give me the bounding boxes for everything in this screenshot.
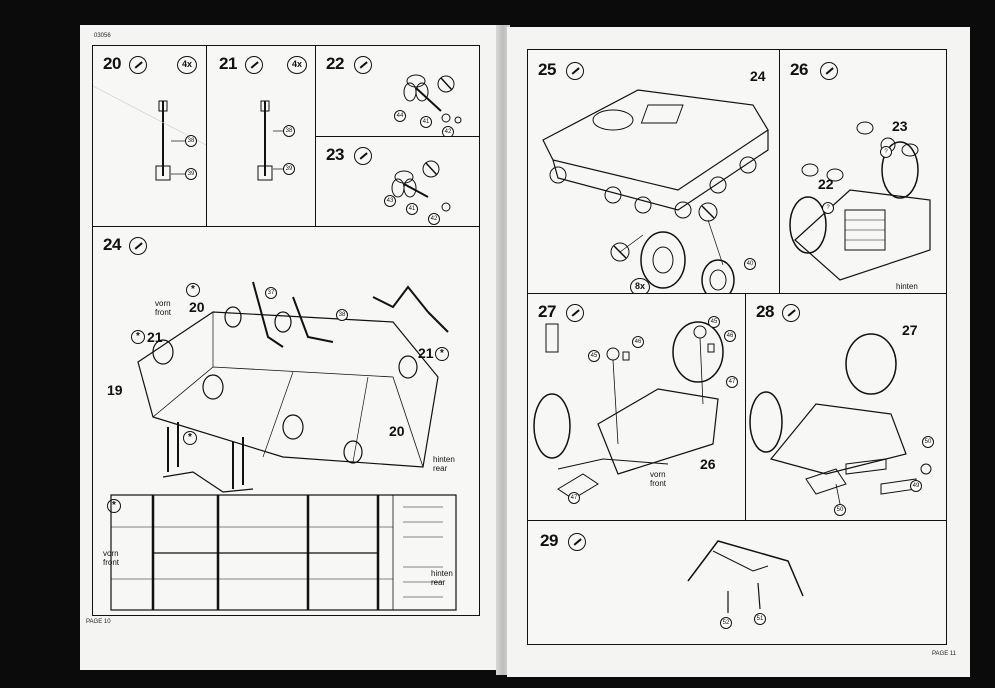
step-number: 26	[790, 60, 808, 79]
rear-axle-drawing	[789, 121, 931, 281]
part-47: 47	[568, 492, 580, 504]
step-number: 23	[326, 145, 344, 164]
right-page: 03056 PAGE 11 25 24 8x	[507, 27, 970, 677]
step-26-panel: 26 23 ? ? 22 25 hinten rear	[779, 49, 947, 294]
part-37: 37	[265, 287, 277, 299]
multiplier-badge: 8x	[630, 278, 650, 293]
asterisk-icon: *	[183, 431, 197, 445]
multiplier-badge: 4x	[177, 56, 197, 74]
part-52: 52	[720, 617, 732, 629]
step-22-panel: 22 44 41 42	[315, 45, 480, 137]
front-label: vorn front	[155, 299, 172, 317]
callout-20: 20	[389, 423, 405, 439]
part-51: 51	[754, 613, 766, 625]
page-code: 03056	[94, 33, 111, 39]
front-axle-drawing	[533, 321, 724, 500]
strut-drawing	[257, 100, 283, 181]
asterisk-icon: *	[131, 330, 145, 344]
part-50: 50	[922, 436, 934, 448]
part-44: 44	[394, 110, 406, 122]
multiplier-badge: 4x	[287, 56, 307, 74]
glue-icon	[820, 62, 838, 80]
part-49: 49	[910, 480, 922, 492]
step-27-panel: 27 45 46 45 46 47 47 26 vorn front	[527, 293, 746, 521]
step-25-panel: 25 24 8x 40	[527, 49, 780, 294]
callout-21: 21	[147, 329, 163, 345]
step-number: 20	[103, 54, 121, 73]
glue-icon	[782, 304, 800, 322]
page-footer: PAGE 10	[86, 619, 111, 625]
part-47: 47	[726, 376, 738, 388]
page-gutter	[496, 25, 510, 675]
callout-21: 21	[418, 345, 434, 361]
callout-19: 19	[107, 382, 123, 398]
part-38: 38	[336, 309, 348, 321]
part-42: 42	[442, 126, 454, 136]
step-21-panel: 21 4x 38 39	[206, 45, 316, 227]
part-46: 46	[632, 336, 644, 348]
step-number: 21	[219, 54, 237, 73]
propeller-drawing	[403, 74, 462, 124]
page-footer: PAGE 11	[932, 651, 957, 657]
callout-27: 27	[902, 322, 918, 338]
part-46: 46	[724, 330, 736, 342]
part-40: 40	[744, 258, 756, 270]
asterisk-icon: *	[107, 499, 121, 513]
part-50: 50	[834, 504, 846, 516]
propeller-drawing	[391, 160, 451, 212]
front-label: vorn front	[650, 470, 667, 488]
part-41: 41	[420, 116, 432, 128]
glue-icon	[566, 304, 584, 322]
part-39: 39	[185, 168, 197, 180]
part-41: 41	[406, 203, 418, 215]
rear-label: hinten rear	[431, 569, 453, 587]
step-20-panel: 20 4x 38 39	[92, 45, 207, 227]
part-39: 39	[283, 163, 295, 175]
glue-icon	[568, 533, 586, 551]
rear-label: hinten rear	[896, 282, 918, 293]
asterisk-icon: *	[186, 283, 200, 297]
front-assembly-drawing	[749, 333, 932, 510]
step-number: 29	[540, 531, 558, 550]
hull-drawing	[542, 89, 769, 293]
left-page: 03056 PAGE 10 20 4x 38 39 21 4x 38 39	[80, 25, 500, 670]
glue-icon	[566, 62, 584, 80]
step-number: 25	[538, 60, 556, 79]
rear-label: hinten rear	[433, 455, 455, 473]
glue-icon	[354, 56, 372, 74]
step-number: 27	[538, 302, 556, 321]
chassis-drawing	[110, 281, 457, 611]
callout-26: 26	[700, 456, 716, 472]
part-38: 38	[283, 125, 295, 137]
step-number: 24	[103, 235, 121, 254]
question-icon: ?	[880, 146, 892, 158]
glue-icon	[354, 147, 372, 165]
step-23-panel: 23 43 41 42	[315, 136, 480, 227]
part-45: 45	[708, 316, 720, 328]
step-number: 22	[326, 54, 344, 73]
callout-22: 22	[818, 176, 834, 192]
part-38: 38	[185, 135, 197, 147]
asterisk-icon: *	[435, 347, 449, 361]
callout-20: 20	[189, 299, 205, 315]
glue-icon	[129, 237, 147, 255]
glue-icon	[129, 56, 147, 74]
question-icon: ?	[822, 202, 834, 214]
callout-23: 23	[892, 118, 908, 134]
part-45: 45	[588, 350, 600, 362]
step-24-panel: 24	[92, 226, 480, 616]
step-number: 28	[756, 302, 774, 321]
step-29-panel: 29 52 51	[527, 520, 947, 645]
rail-drawing	[687, 540, 804, 613]
front-label: vorn front	[103, 549, 120, 567]
part-42: 42	[428, 213, 440, 225]
callout-24: 24	[750, 68, 766, 84]
step-28-panel: 28 27 50 49 50	[745, 293, 947, 521]
glue-icon	[245, 56, 263, 74]
part-43: 43	[384, 195, 396, 207]
